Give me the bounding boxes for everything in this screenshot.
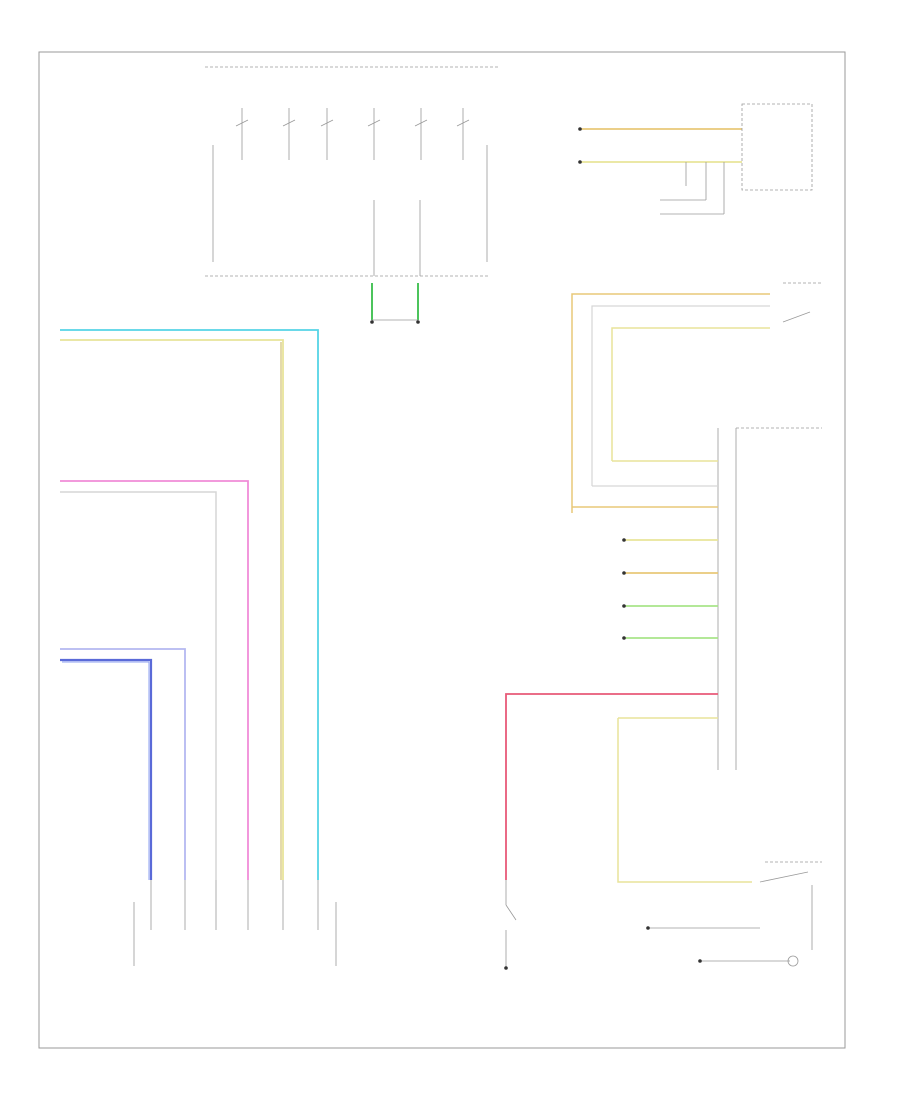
wire-yellow bbox=[60, 339, 284, 880]
left-wire-bundle bbox=[60, 329, 319, 880]
bcm-block bbox=[572, 427, 822, 770]
wire-cyan bbox=[60, 329, 319, 880]
indicator-lamp bbox=[414, 108, 428, 160]
wire-lavender bbox=[60, 648, 186, 880]
indicator-lamp bbox=[456, 108, 470, 160]
indicator-lamp bbox=[282, 108, 296, 160]
diagram-border bbox=[38, 51, 846, 1049]
top-right-connector bbox=[578, 103, 813, 215]
trailer-connector bbox=[646, 861, 822, 967]
instrument-cluster bbox=[205, 66, 498, 277]
wire-blue bbox=[60, 658, 153, 880]
brake-lamp-switch bbox=[504, 880, 517, 970]
brake-switch-circuit bbox=[571, 282, 822, 513]
indicator-lamp bbox=[320, 108, 334, 160]
splice-pack bbox=[370, 283, 420, 324]
wire-tan bbox=[617, 718, 752, 883]
wire-pink bbox=[60, 480, 249, 880]
indicator-lamp bbox=[367, 108, 381, 160]
indicator-lamp bbox=[235, 108, 249, 160]
bottom-left-module bbox=[133, 880, 337, 966]
wire-red bbox=[505, 693, 618, 880]
wire-white bbox=[60, 491, 217, 880]
